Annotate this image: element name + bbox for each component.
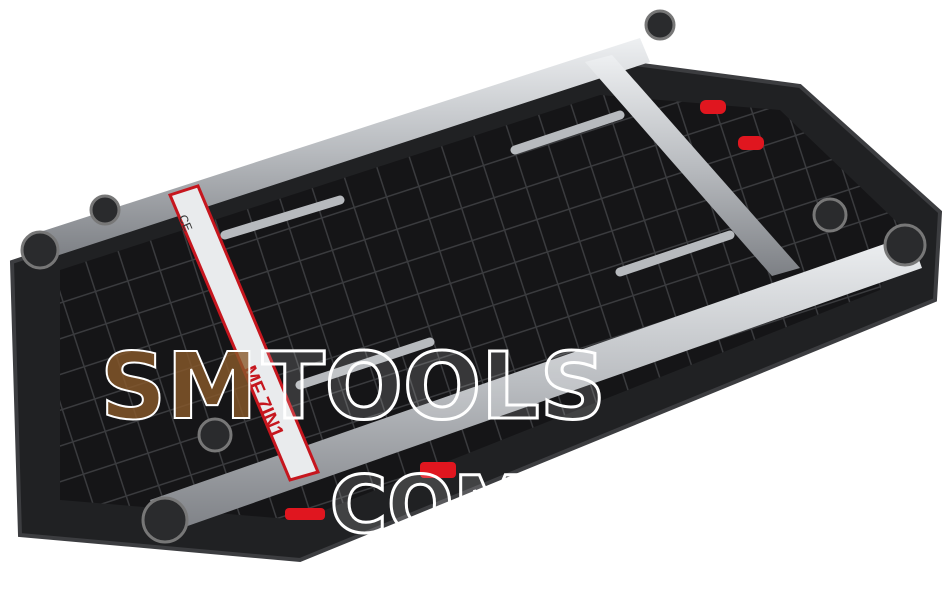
- watermark-word: TOOLS: [262, 333, 606, 440]
- red-latch: [700, 100, 726, 114]
- watermark-domain: COM.UA: [330, 461, 682, 551]
- ce-mark: CE: [176, 213, 195, 234]
- bottom-rail: [150, 235, 922, 535]
- red-latch: [738, 136, 764, 150]
- watermark-brand: SM: [100, 333, 258, 440]
- red-latch: [285, 508, 325, 520]
- cross-bar-label: [167, 184, 321, 482]
- support-slats: [220, 110, 735, 390]
- red-latch: [420, 462, 456, 478]
- cross-bar-right: [585, 55, 800, 276]
- caster-wheels: [20, 9, 927, 544]
